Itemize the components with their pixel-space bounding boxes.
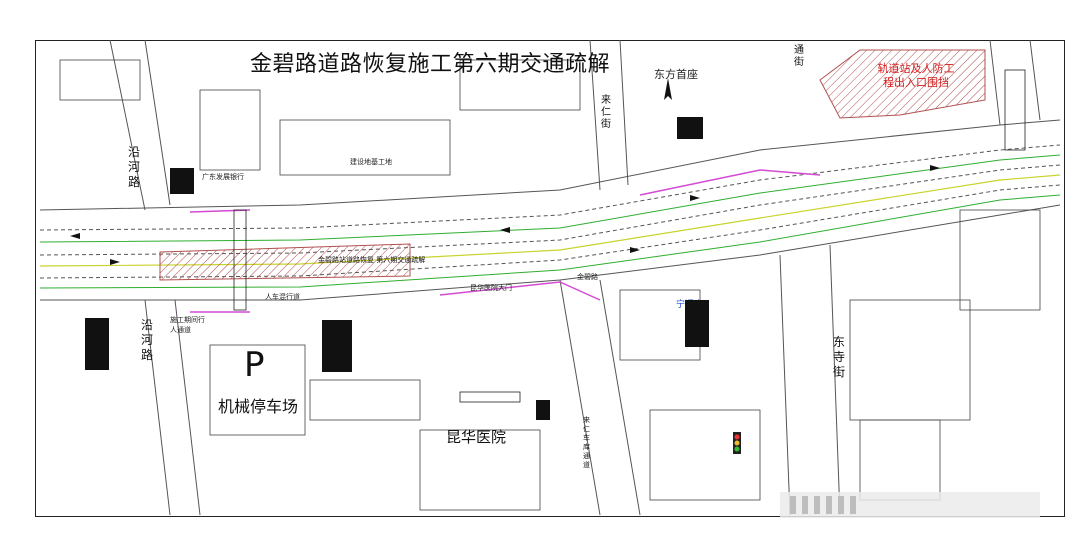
north-arrow-icon <box>664 78 672 100</box>
green-lane-markings <box>39 154 1061 289</box>
street-yanhe-top: 沿河路 <box>128 145 141 189</box>
watermark-overlay <box>780 492 1040 518</box>
traffic-sign-3 <box>322 320 352 372</box>
street-laiyuan: 来仁街 <box>601 95 611 130</box>
hospital-gate-label: 昆华医院大门 <box>470 284 512 292</box>
jinbi-road-label: 金碧路 <box>577 273 598 281</box>
cross-streets <box>109 39 1041 516</box>
street-dongsi: 东寺街 <box>833 335 846 379</box>
street-yanhe-bottom: 沿河路 <box>141 318 154 362</box>
parking-label: 机械停车场 <box>218 397 299 416</box>
traffic-sign-2 <box>85 318 109 370</box>
traffic-sign-5 <box>677 117 703 139</box>
street-top-right: 通街 <box>794 45 804 68</box>
buildings <box>59 59 1041 511</box>
bank-label: 广东发展银行 <box>202 173 244 181</box>
work-zone-label: 金碧路站道路恢复 第六期交通疏解 <box>318 256 426 264</box>
work-zone <box>159 243 411 281</box>
traffic-light-icon <box>733 432 741 454</box>
hospital-label: 昆华医院 <box>446 428 507 446</box>
traffic-sign-6 <box>536 400 550 420</box>
entrance-label: 轨道站及人防工程出入口围挡 <box>877 62 955 89</box>
crosswalk-label: 人车混行道 <box>265 293 300 301</box>
traffic-sign-4 <box>685 300 709 347</box>
fire-lane-label: 来仁车库通道 <box>583 416 590 469</box>
building-site-label: 建设地基工地 <box>350 158 392 166</box>
jinbi-road <box>39 119 1061 301</box>
traffic-sign-1 <box>170 168 194 194</box>
construction-crossing-label: 施工期间行人通道 <box>170 316 205 334</box>
crosswalks <box>233 69 1026 403</box>
page-title: 金碧路道路恢复施工第六期交通疏解 <box>250 52 611 77</box>
entrance-zone <box>819 49 986 119</box>
lane-arrows <box>70 165 940 265</box>
compass-label: 东方首座 <box>654 68 698 81</box>
parking-symbol: P <box>244 345 265 385</box>
